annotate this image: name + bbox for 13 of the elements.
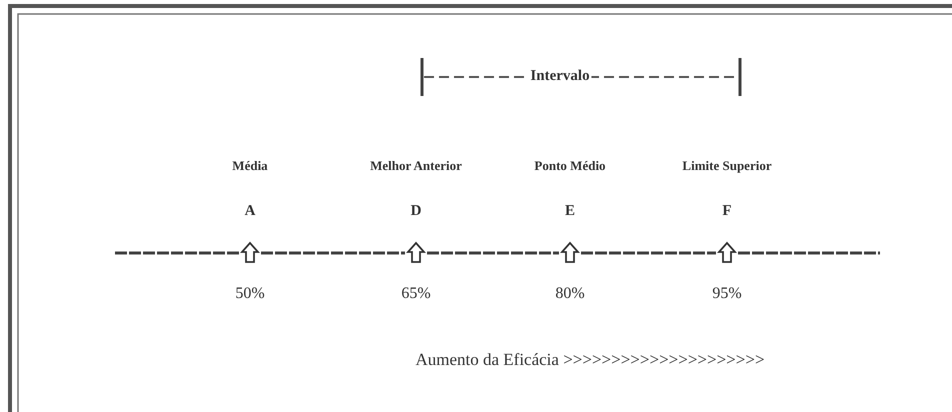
point-letter: E bbox=[565, 203, 575, 220]
column-heading: Ponto Médio bbox=[533, 157, 607, 175]
point-letter: A bbox=[244, 203, 256, 220]
axis-caption: Aumento da Eficácia >>>>>>>>>>>>>>>>>>>>> bbox=[415, 350, 765, 370]
column-heading: Melhor Anterior bbox=[369, 157, 463, 175]
percent-value: 95% bbox=[712, 285, 742, 303]
point-letter: F bbox=[722, 203, 732, 220]
percent-value: 50% bbox=[235, 285, 265, 303]
percent-value: 65% bbox=[401, 285, 431, 303]
percent-value: 80% bbox=[555, 285, 585, 303]
column-heading: Média bbox=[231, 157, 269, 175]
point-letter: D bbox=[410, 203, 422, 220]
column-heading: Limite Superior bbox=[681, 157, 773, 175]
